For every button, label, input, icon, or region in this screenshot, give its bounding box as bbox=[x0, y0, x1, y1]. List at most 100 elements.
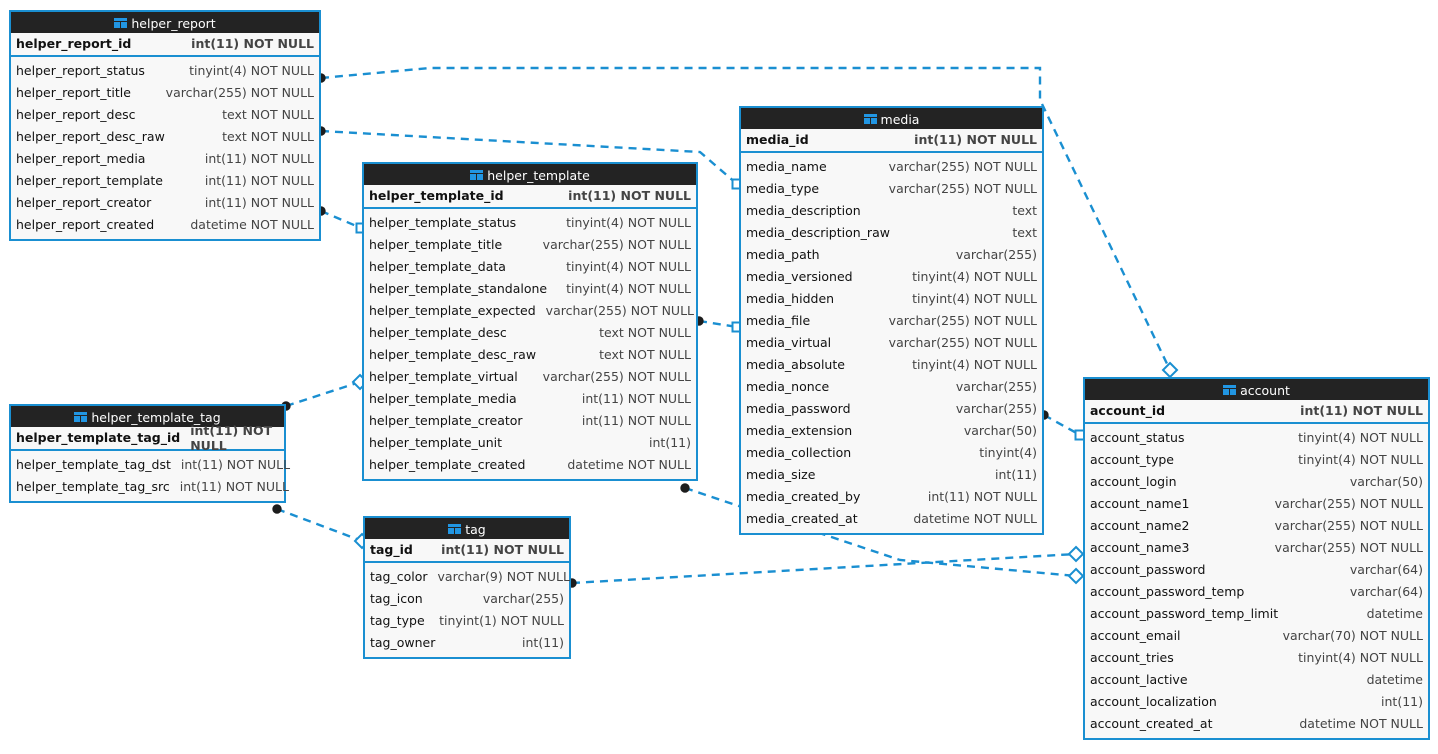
table-header-media[interactable]: media bbox=[741, 108, 1042, 129]
column-name: tag_icon bbox=[370, 591, 423, 606]
column-name: helper_template_id bbox=[369, 188, 504, 203]
table-header-helper_template_tag[interactable]: helper_template_tag bbox=[11, 406, 284, 427]
relationship-line bbox=[1043, 413, 1081, 437]
rel-tag-account bbox=[567, 545, 1085, 588]
column-name: helper_template_expected bbox=[369, 303, 536, 318]
column-name: helper_template_tag_src bbox=[16, 479, 170, 494]
table-header-tag[interactable]: tag bbox=[365, 518, 569, 539]
column-row[interactable]: tag_type tinyint(1) NOT NULL bbox=[365, 610, 569, 632]
table-header-helper_report[interactable]: helper_report bbox=[11, 12, 319, 33]
column-type: text bbox=[1012, 203, 1037, 218]
column-name: account_status bbox=[1090, 430, 1185, 445]
column-name: media_absolute bbox=[746, 357, 845, 372]
column-type: int(11) bbox=[995, 467, 1037, 482]
relationship-line bbox=[276, 507, 363, 543]
column-type: int(11) NOT NULL bbox=[927, 489, 1037, 504]
column-type: int(11) bbox=[649, 435, 691, 450]
table-header-helper_template[interactable]: helper_template bbox=[364, 164, 696, 185]
column-type: tinyint(1) NOT NULL bbox=[439, 613, 564, 628]
rel-helper-template-media bbox=[694, 316, 743, 333]
column-name: account_tries bbox=[1090, 650, 1174, 665]
table-header-account[interactable]: account bbox=[1085, 379, 1428, 400]
column-type: tinyint(4) NOT NULL bbox=[566, 259, 691, 274]
column-name: media_type bbox=[746, 181, 820, 196]
table-name: account bbox=[1240, 383, 1290, 398]
rel-helper-template-tag-template bbox=[281, 373, 369, 411]
relationship-endpoint-dot bbox=[680, 483, 690, 493]
column-type: varchar(255) NOT NULL bbox=[888, 181, 1037, 196]
column-type: varchar(64) bbox=[1349, 584, 1423, 599]
column-name: tag_type bbox=[370, 613, 425, 628]
column-row[interactable]: media_type varchar(255) NOT NULL bbox=[741, 178, 1042, 200]
column-name: helper_template_virtual bbox=[369, 369, 518, 384]
